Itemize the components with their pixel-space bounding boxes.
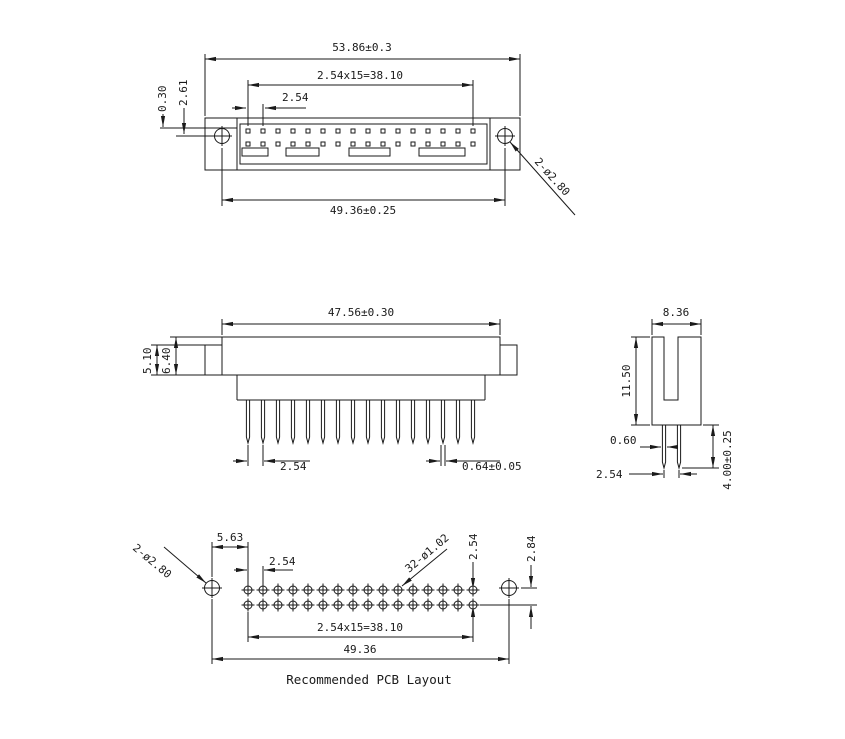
dim-body-height: 6.40 [160,348,173,375]
callout-mount-holes-pcb: 2-ø2.80 [130,541,174,581]
body-inner-outline [239,123,488,165]
dim-pin-length: 4.00±0.25 [721,430,734,490]
top-view-body [204,117,521,171]
callout-mount-holes-top: 2-ø2.80 [532,155,573,198]
dim-pin-width: 0.64±0.05 [462,460,522,473]
dim-pin-thickness: 0.60 [610,434,637,447]
dim-pad-span: 2.54x15=38.10 [317,621,403,634]
dim-side-height: 11.50 [620,364,633,397]
dim-contact-pitch: 2.54 [282,91,309,104]
dim-pin-pitch: 2.54 [280,460,307,473]
top-view: 53.86±0.3 2.54x15=38.10 2.54 0.30 2.61 4… [156,41,576,217]
dim-row-offset: 0.30 [156,86,169,113]
pcb-layout-caption: Recommended PCB Layout [286,672,452,687]
dim-contact-span: 2.54x15=38.10 [317,69,403,82]
dim-hole-to-pad: 5.63 [217,531,244,544]
dim-mount-hole-spacing: 49.36±0.25 [330,204,396,217]
dim-row-pitch: 2.54 [596,468,623,481]
side-view-dimensions: 8.36 11.50 0.60 2.54 4.00±0.25 [596,306,734,490]
front-view-body [204,336,518,401]
mounting-hole-left [212,126,232,146]
pad-row-bottom [241,598,480,612]
pcb-layout: 5.63 2.54 2-ø2.80 32-ø1.02 2.54 2.84 [130,531,538,687]
pcb-mounting-hole-right [499,578,519,598]
body-outline [204,117,521,171]
pad-row-top [241,583,480,597]
contact-row-a [245,128,476,134]
dim-flange-offset: 2.61 [177,80,190,107]
pcb-dimensions: 5.63 2.54 2-ø2.80 32-ø1.02 2.54 2.84 [130,531,538,664]
dim-row-pitch-pcb: 2.54 [467,533,480,560]
dim-body-width: 47.56±0.30 [328,306,394,319]
dim-pad-pitch: 2.54 [269,555,296,568]
callout-pad-holes: 32-ø1.02 [403,531,452,575]
mounting-hole-right [495,126,515,146]
front-view: 47.56±0.30 5.10 6.40 2.54 0.64±0.05 [141,306,522,473]
dim-insulator-height: 5.10 [141,348,154,375]
pcb-mounting-hole-left [202,578,222,598]
contact-row-b [245,141,476,147]
dim-overall-width: 53.86±0.3 [332,41,392,54]
front-view-dimensions: 47.56±0.30 5.10 6.40 2.54 0.64±0.05 [141,306,522,473]
dim-body-depth: 8.36 [663,306,690,319]
keying-slots [241,147,466,157]
dim-mount-hole-spacing-pcb: 49.36 [343,643,376,656]
side-view: 8.36 11.50 0.60 2.54 4.00±0.25 [596,306,734,490]
side-body-outline [651,336,702,426]
body-outline [204,336,518,376]
dim-hole-row-offset: 2.84 [525,535,538,562]
front-view-pins [245,399,476,444]
